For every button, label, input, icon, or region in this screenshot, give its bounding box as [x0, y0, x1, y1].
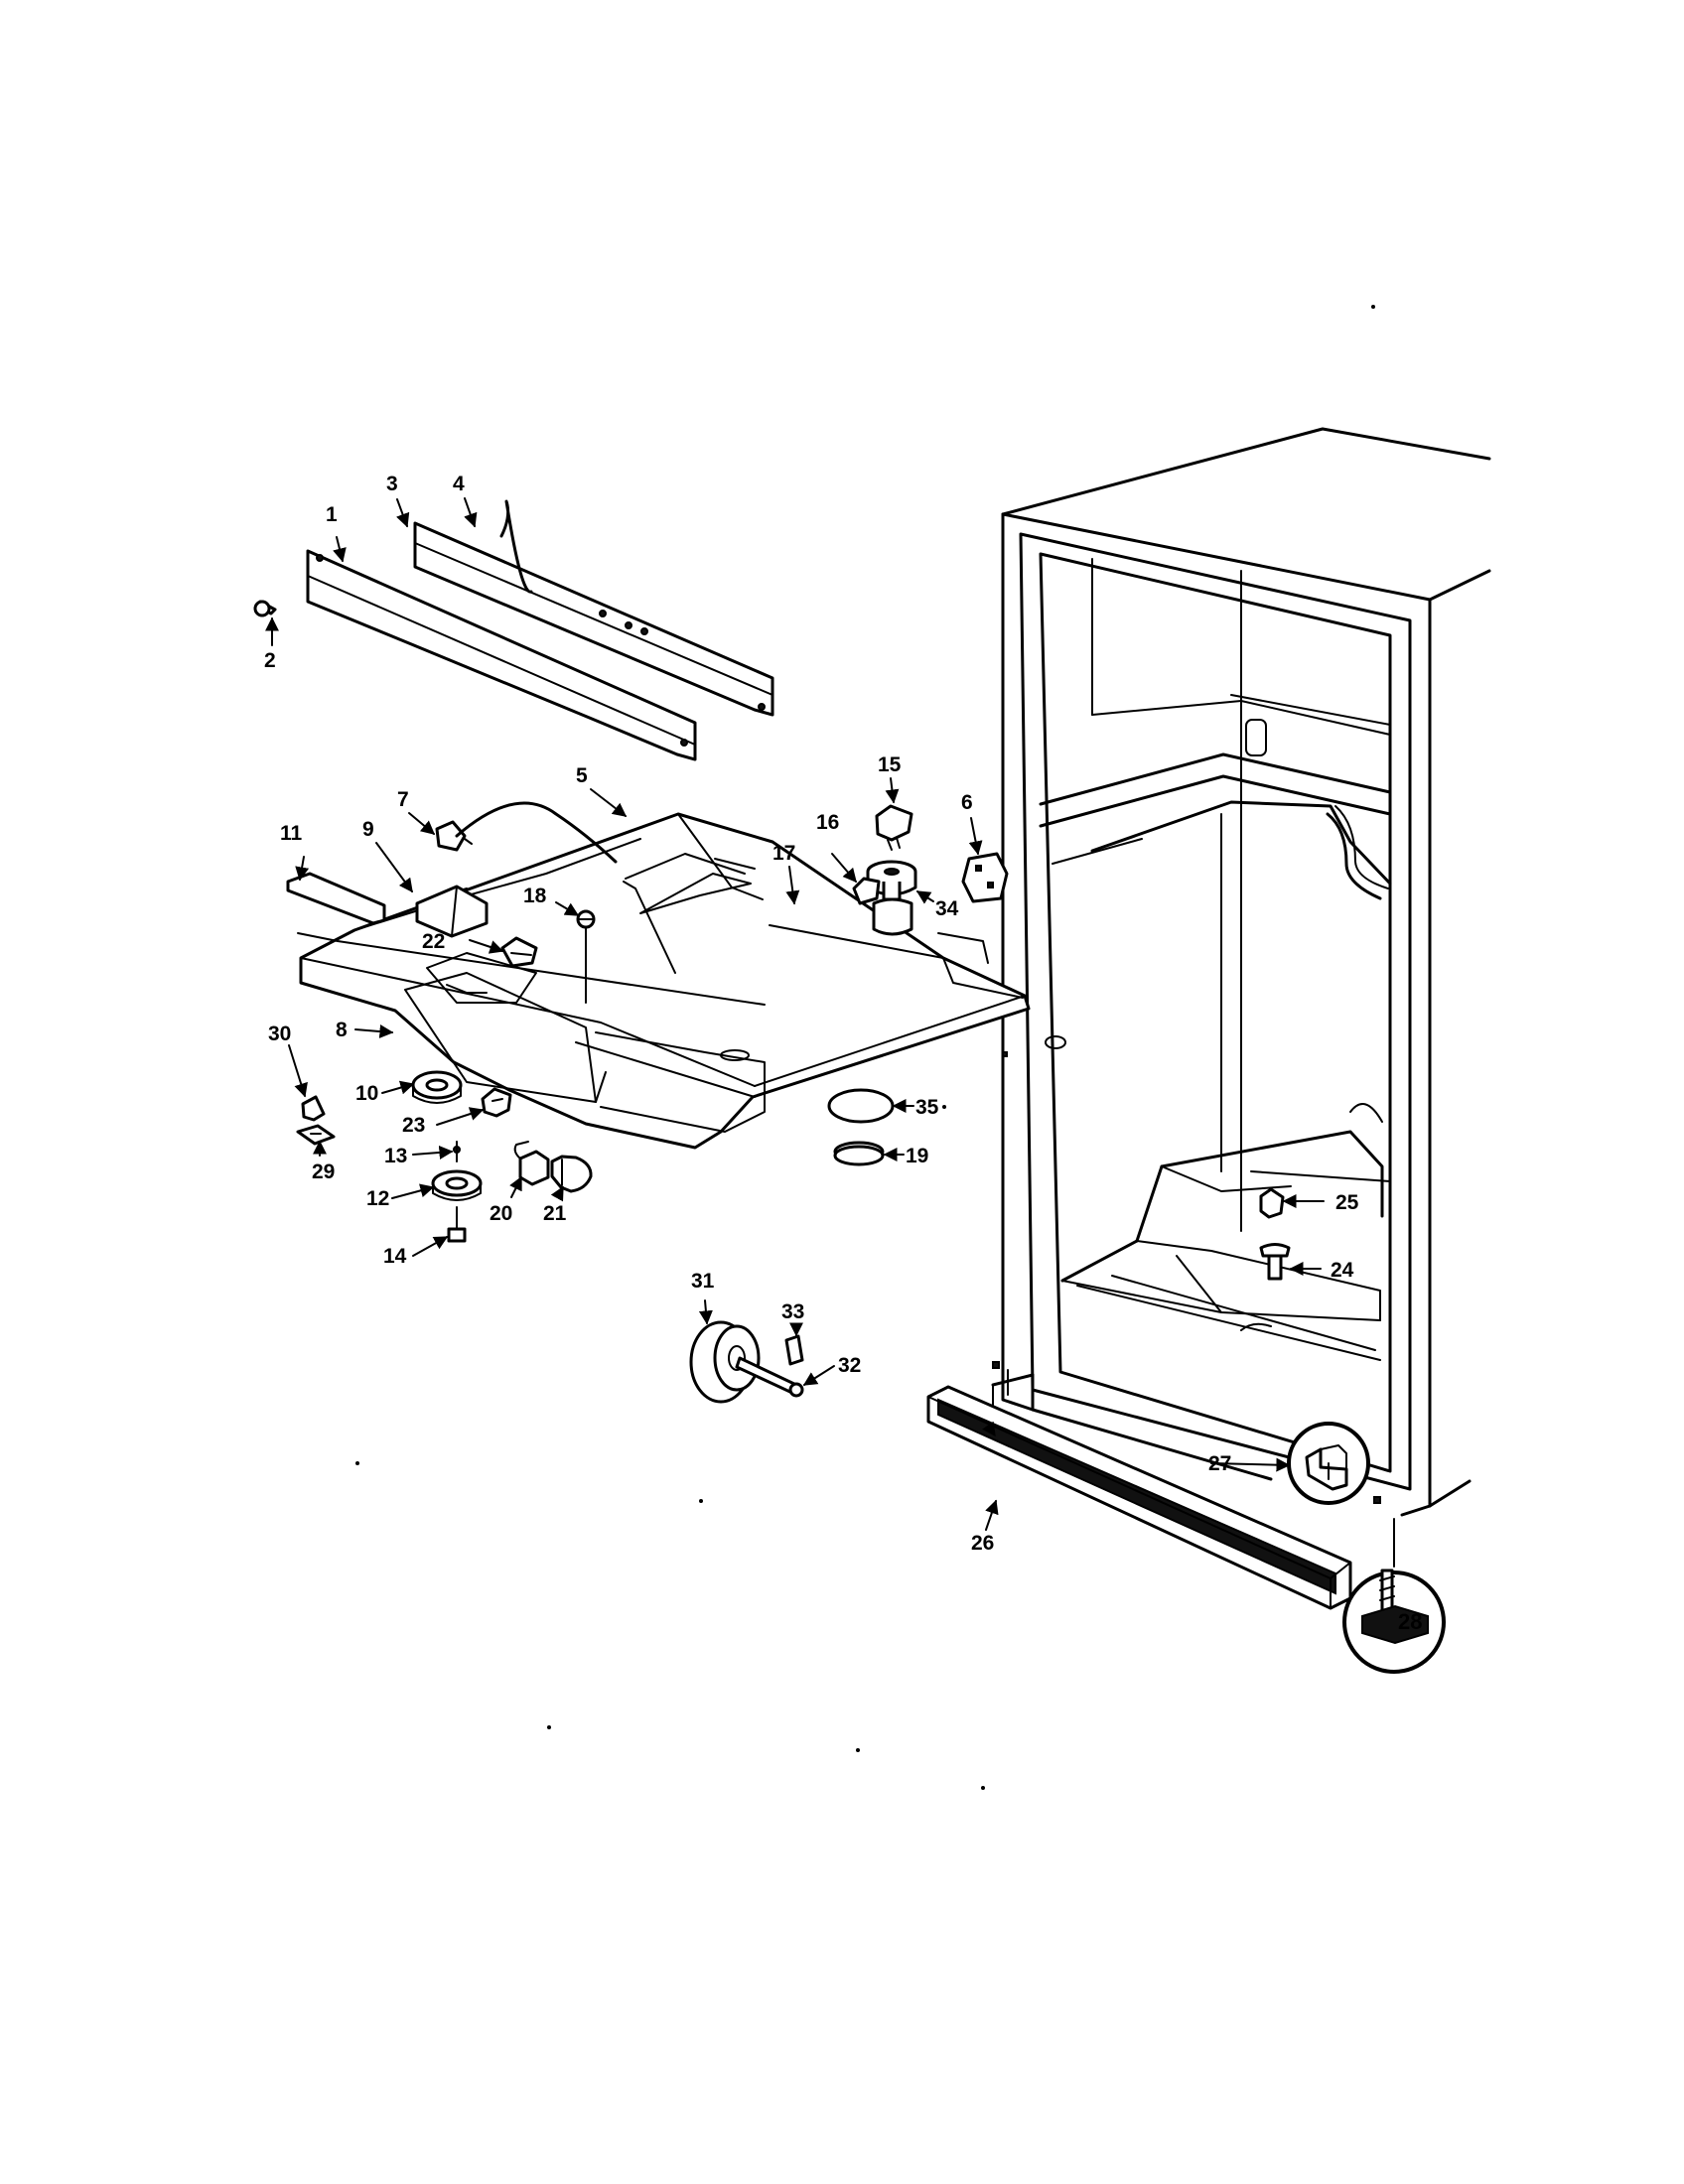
- callout-6: 6: [961, 791, 973, 814]
- callout-31: 31: [691, 1270, 715, 1293]
- callout-8: 8: [336, 1019, 348, 1041]
- top-rails: [253, 499, 774, 761]
- callout-25: 25: [1335, 1191, 1359, 1214]
- callout-23: 23: [402, 1114, 425, 1137]
- callout-27: 27: [1208, 1452, 1231, 1475]
- callout-11: 11: [280, 822, 303, 845]
- callout-leaders: [265, 497, 1325, 1531]
- callout-2: 2: [264, 649, 276, 672]
- callout-3: 3: [386, 473, 398, 495]
- callout-28: 28: [1398, 1609, 1422, 1634]
- callout-20: 20: [490, 1202, 512, 1225]
- callout-17: 17: [772, 842, 795, 865]
- callout-32: 32: [838, 1354, 861, 1377]
- detail-circles: [1287, 1422, 1446, 1674]
- cabinet: [991, 427, 1491, 1517]
- callout-16: 16: [816, 811, 839, 834]
- callout-7: 7: [397, 788, 409, 811]
- base-panel: [286, 801, 1066, 1150]
- callout-14: 14: [383, 1245, 407, 1268]
- callout-24: 24: [1331, 1259, 1354, 1282]
- callout-30: 30: [268, 1023, 291, 1045]
- callout-33: 33: [781, 1300, 804, 1323]
- callout-4: 4: [453, 473, 465, 495]
- kickplate: [926, 1385, 1352, 1610]
- callout-21: 21: [543, 1202, 567, 1225]
- callout-labels: 1 2 3 4 5 6 7 8 9 10 11 12 13 14 15 16 1…: [264, 473, 1422, 1634]
- callout-10: 10: [355, 1082, 378, 1105]
- callout-29: 29: [312, 1160, 335, 1183]
- callout-19: 19: [906, 1145, 928, 1167]
- callout-18: 18: [523, 885, 547, 907]
- small-parts: [296, 1070, 1291, 1404]
- callout-5: 5: [576, 764, 588, 787]
- callout-12: 12: [366, 1187, 389, 1210]
- scan-specks: [355, 305, 1375, 1790]
- callout-35: 35: [915, 1096, 939, 1119]
- callout-34: 34: [935, 897, 959, 920]
- callout-13: 13: [384, 1145, 407, 1167]
- callout-15: 15: [878, 753, 902, 776]
- callout-1: 1: [326, 503, 338, 526]
- callout-9: 9: [362, 818, 374, 841]
- callout-22: 22: [422, 930, 445, 953]
- callout-26: 26: [971, 1532, 994, 1555]
